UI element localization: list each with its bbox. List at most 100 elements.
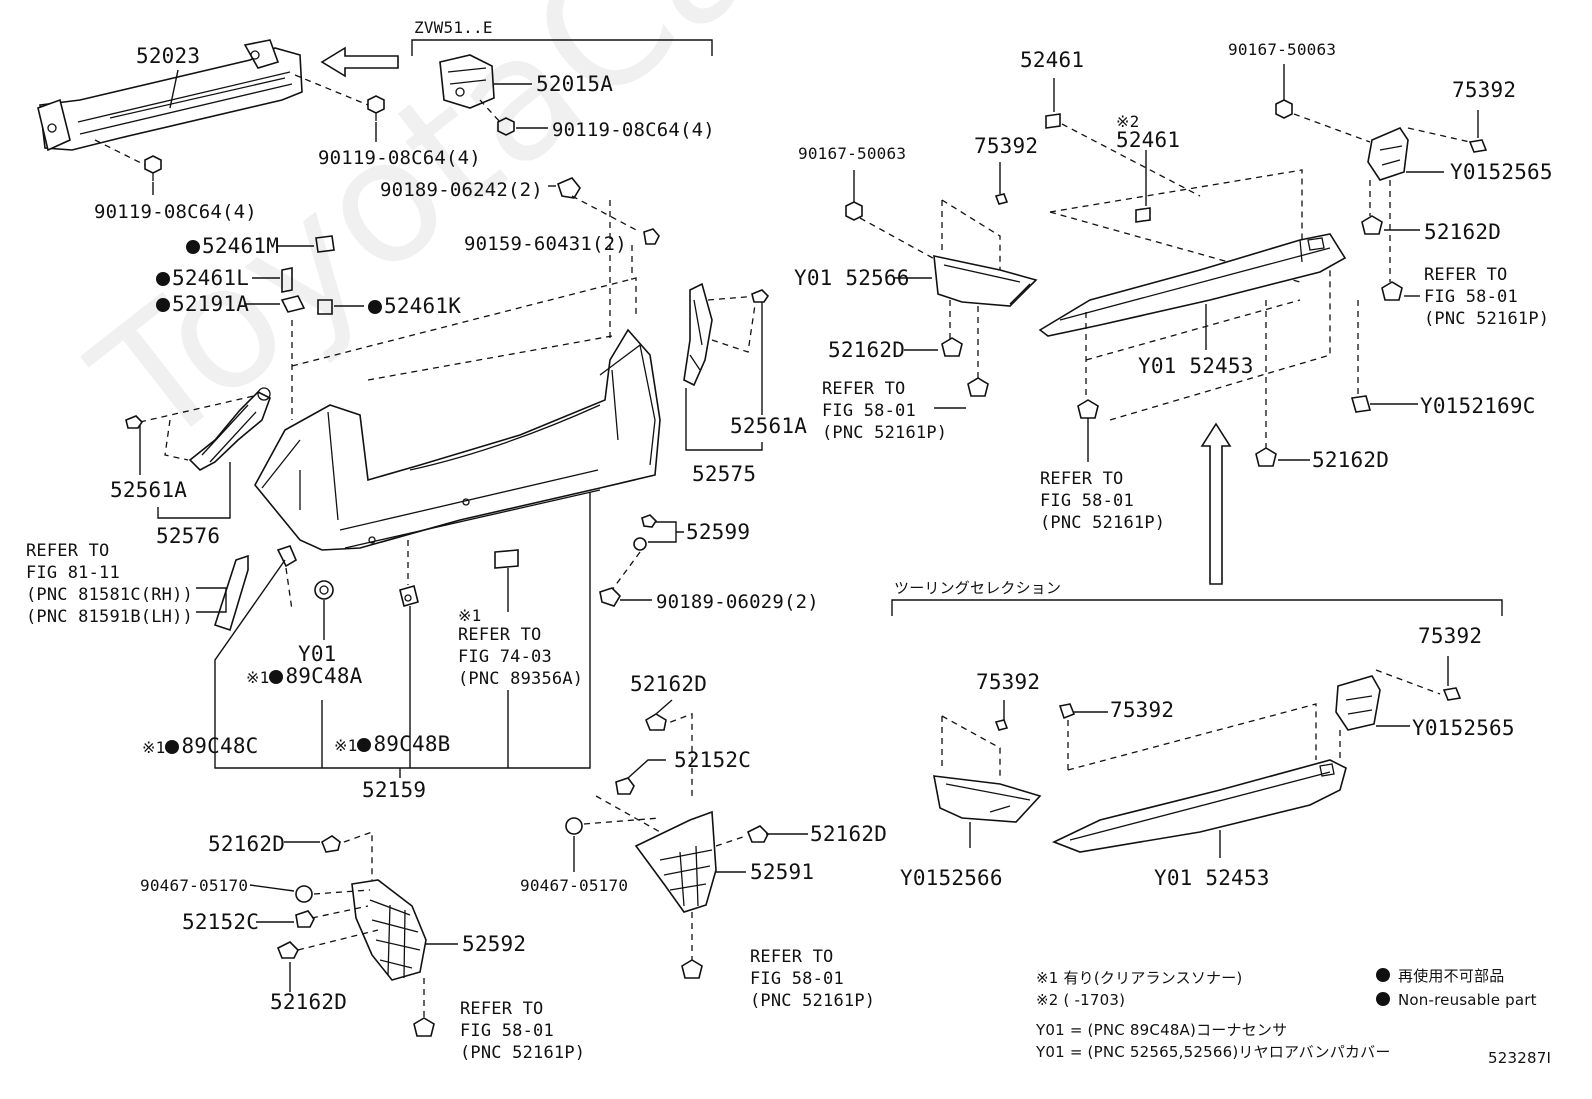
screw-90467-left (295, 885, 313, 903)
part-label-52461L[interactable]: 52461L (156, 268, 249, 289)
note-kome2: ※2 (1116, 112, 1140, 131)
part-label-52561A-right[interactable]: 52561A (730, 414, 808, 438)
nonreusable-icon (156, 298, 170, 312)
part-label-Y0152565-b[interactable]: Y0152565 (1412, 716, 1515, 740)
clip-52162D-r1 (941, 337, 963, 357)
bolt-90119-b (497, 117, 515, 136)
part-label-52159[interactable]: 52159 (362, 778, 427, 802)
part-label-90119-a[interactable]: 90119-08C64(4) (318, 147, 481, 169)
clip-75392-d (1058, 703, 1076, 720)
part-label-Y0152565-a[interactable]: Y0152565 (1450, 160, 1553, 184)
part-label-Y01-52566-a[interactable]: Y01 52566 (794, 266, 910, 290)
nut-90167-b (1275, 99, 1293, 119)
refer-fig-58-01-d[interactable]: REFER TO FIG 58-01 (PNC 52161P) (1040, 469, 1166, 533)
part-label-52162D-mid[interactable]: 52162D (810, 822, 888, 846)
part-label-52461-b[interactable]: 52461 (1116, 128, 1181, 152)
part-label-90189-06029[interactable]: 90189-06029(2) (656, 591, 819, 613)
part-label-52162D-r1[interactable]: 52162D (828, 338, 906, 362)
part-label-52461M[interactable]: 52461M (186, 236, 279, 257)
refer-fig-74-03[interactable]: REFER TO FIG 74-03 (PNC 89356A) (458, 625, 584, 689)
part-label-75392-a[interactable]: 75392 (974, 134, 1039, 158)
clip-refer-58-c (967, 377, 989, 397)
part-label-52599[interactable]: 52599 (686, 520, 751, 544)
part-label-52575[interactable]: 52575 (692, 462, 757, 486)
part-label-90467-right[interactable]: 90467-05170 (520, 876, 629, 895)
part-label-90467-left[interactable]: 90467-05170 (140, 876, 249, 895)
part-label-75392-c[interactable]: 75392 (976, 670, 1041, 694)
part-label-90119-b[interactable]: 90119-08C64(4) (552, 119, 715, 141)
clip-52152C-left (295, 910, 315, 928)
cover-Y0152566-a (933, 254, 1038, 307)
part-label-52592[interactable]: 52592 (462, 932, 527, 956)
part-label-y01-sensor[interactable]: Y01 (298, 642, 337, 666)
part-label-52461-a[interactable]: 52461 (1020, 48, 1085, 72)
mudguard-52592 (351, 879, 427, 981)
nut-90167-a (845, 201, 863, 221)
pad-52461-a (1045, 113, 1061, 129)
part-label-52152C-right[interactable]: 52152C (674, 748, 752, 772)
clip-52599 (633, 514, 658, 551)
part-label-75392-d[interactable]: 75392 (1110, 698, 1175, 722)
part-label-90119-c[interactable]: 90119-08C64(4) (94, 201, 257, 223)
pad-52461L (281, 267, 293, 293)
clip-52152C-right (615, 777, 635, 795)
part-label-90167-a[interactable]: 90167-50063 (798, 144, 907, 163)
clip-52162D-lb (276, 941, 299, 959)
clip-refer-58-a (681, 959, 703, 979)
refer-fig-81-11[interactable]: REFER TO FIG 81-11 (PNC 81581C(RH)) (PNC… (26, 541, 193, 627)
screw-90159 (643, 228, 660, 245)
part-label-52152C-left[interactable]: 52152C (182, 910, 260, 934)
clip-75392-c (994, 719, 1009, 731)
part-label-75392-b[interactable]: 75392 (1452, 78, 1517, 102)
garnish-Y0152453-b (1051, 759, 1347, 853)
refer-fig-58-01-c[interactable]: REFER TO FIG 58-01 (PNC 52161P) (822, 379, 948, 443)
part-label-52162D-r2[interactable]: 52162D (1312, 448, 1390, 472)
clip-52162D-rm (746, 825, 769, 843)
cover-Y0152566-b (933, 775, 1042, 823)
bolt-90119-c (144, 155, 162, 181)
legend-note-1: ※1 有り(クリアランスソナー) (1036, 969, 1243, 987)
part-label-Y0152566-b[interactable]: Y0152566 (900, 866, 1003, 890)
part-label-52576[interactable]: 52576 (156, 524, 221, 548)
retainer-right-52575 (683, 282, 713, 387)
legend-nonreusable-jp: 再使用不可部品 (1398, 967, 1505, 985)
pad-52461M (315, 235, 335, 253)
cover-Y0152565-a (1367, 127, 1409, 181)
part-label-52015A[interactable]: 52015A (536, 72, 614, 96)
rear-bumper-cover-52159 (254, 328, 661, 551)
legend-note-4: Y01 = (PNC 52565,52566)リヤロアバンパカバー (1036, 1043, 1391, 1061)
part-label-90167-b[interactable]: 90167-50063 (1228, 40, 1337, 59)
clip-52162D-top (645, 713, 667, 731)
clip-refer-58-e (1381, 281, 1403, 301)
clip-75392-b (1468, 139, 1488, 153)
part-label-52591[interactable]: 52591 (750, 860, 815, 884)
part-label-90159[interactable]: 90159-60431(2) (464, 233, 627, 255)
part-label-52162D-lt[interactable]: 52162D (208, 832, 286, 856)
legend-nonreusable-en: Non-reusable part (1398, 991, 1537, 1009)
part-label-52162D-top[interactable]: 52162D (630, 672, 708, 696)
refer-fig-58-01-a[interactable]: REFER TO FIG 58-01 (PNC 52161P) (750, 947, 876, 1011)
refer-fig-58-01-b[interactable]: REFER TO FIG 58-01 (PNC 52161P) (460, 999, 586, 1063)
refer-fig-58-01-e[interactable]: REFER TO FIG 58-01 (PNC 52161P) (1424, 265, 1550, 329)
part-label-52162D-r3[interactable]: 52162D (1424, 220, 1502, 244)
garnish-Y0152453-a (1038, 233, 1347, 337)
part-label-Y0152169C[interactable]: Y0152169C (1420, 394, 1536, 418)
nonreusable-icon (269, 670, 284, 684)
cover-Y0152565-b (1335, 675, 1381, 731)
part-label-75392-e[interactable]: 75392 (1418, 624, 1483, 648)
part-label-52162D-lb[interactable]: 52162D (270, 990, 348, 1014)
part-label-52461K[interactable]: 52461K (368, 296, 461, 317)
part-label-52023[interactable]: 52023 (136, 44, 201, 68)
direction-arrow-left (320, 46, 399, 78)
part-label-52191A[interactable]: 52191A (156, 294, 249, 315)
part-label-Y01-52453-a[interactable]: Y01 52453 (1138, 354, 1254, 378)
part-label-90189-06242[interactable]: 90189-06242(2) (380, 179, 543, 201)
part-label-52561A-left[interactable]: 52561A (110, 478, 188, 502)
part-label-Y01-52453-b[interactable]: Y01 52453 (1154, 866, 1270, 890)
corner-sensor-y01 (314, 580, 334, 600)
variant-bracket-zvw51 (411, 39, 713, 56)
